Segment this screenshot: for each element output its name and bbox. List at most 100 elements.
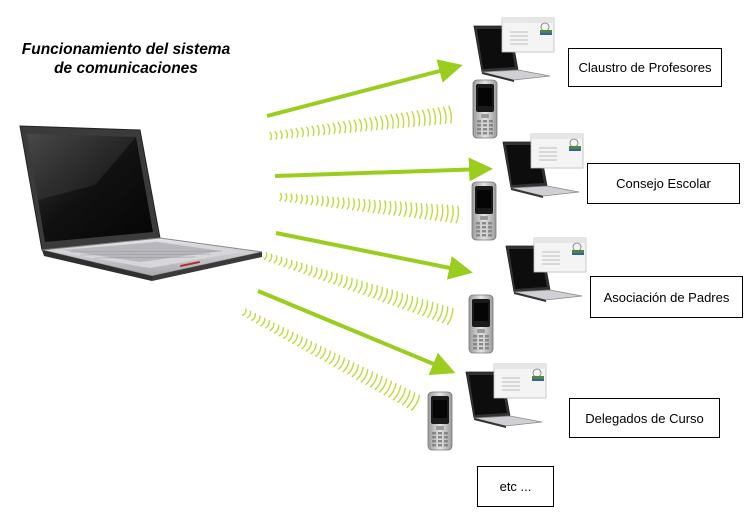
wave-mark xyxy=(416,110,421,127)
email-card-icon xyxy=(493,363,547,399)
wave-mark xyxy=(362,282,368,296)
wave-mark xyxy=(397,292,404,308)
wave-mark xyxy=(327,271,333,284)
wave-mark xyxy=(419,202,423,220)
wave-mark xyxy=(369,373,378,388)
recipient-box-delegados: Delegados de Curso xyxy=(569,398,720,438)
wave-mark xyxy=(363,117,368,132)
recipient-box-consejo: Consejo Escolar xyxy=(587,163,740,204)
recipient-box-asociacion: Asociación de Padres xyxy=(590,276,743,318)
wave-mark xyxy=(301,338,308,350)
recipient-box-etc: etc ... xyxy=(477,466,554,507)
wave-mark xyxy=(351,197,356,211)
wave-mark xyxy=(403,201,408,218)
wave-mark xyxy=(341,197,345,210)
wave-mark xyxy=(328,352,336,365)
mobile-phone-icon xyxy=(472,79,498,139)
wave-mark xyxy=(360,368,369,383)
wave-mark xyxy=(342,276,348,289)
wave-mark xyxy=(347,277,353,291)
wave-mark xyxy=(367,199,371,213)
wave-mark xyxy=(333,354,341,368)
wave-mark xyxy=(322,270,328,282)
wave-mark xyxy=(269,322,275,332)
wave-mark xyxy=(336,196,340,209)
wave-mark xyxy=(278,256,283,266)
wave-mark xyxy=(367,283,373,298)
wave-mark xyxy=(347,120,352,133)
wave-mark xyxy=(314,345,322,358)
laptop-email-icon xyxy=(473,17,555,82)
wave-mark xyxy=(397,387,407,404)
wave-mark xyxy=(294,193,298,204)
wave-mark xyxy=(365,371,374,386)
wave-mark xyxy=(383,380,393,396)
wave-mark xyxy=(379,115,384,130)
wave-mark xyxy=(291,334,299,345)
wave-mark xyxy=(411,110,416,127)
wave-mark xyxy=(273,324,280,335)
wave-mark xyxy=(384,114,389,130)
email-card-icon xyxy=(530,133,584,169)
wave-mark xyxy=(263,251,268,261)
wave-mark xyxy=(323,350,332,363)
wave-mark xyxy=(426,108,431,126)
wave-mark xyxy=(268,253,273,263)
wave-mark xyxy=(387,200,392,216)
wave-mark xyxy=(374,116,378,131)
wave-mark xyxy=(356,198,361,212)
wave-mark xyxy=(288,259,293,270)
wave-mark xyxy=(290,128,294,139)
wave-mark xyxy=(361,198,366,212)
wave-mark xyxy=(401,389,411,406)
title-line-1: Funcionamiento del sistema xyxy=(21,41,231,58)
wave-mark xyxy=(342,359,350,373)
wave-mark xyxy=(387,289,394,305)
wave-mark xyxy=(312,267,318,278)
wave-mark xyxy=(241,308,247,317)
wave-mark xyxy=(346,197,350,210)
mobile-phone-icon xyxy=(471,181,497,241)
wave-mark xyxy=(351,364,360,378)
wave-mark xyxy=(448,105,453,124)
wave-mark xyxy=(382,200,387,215)
wave-mark xyxy=(372,285,378,299)
wave-mark xyxy=(352,279,358,292)
wave-mark xyxy=(378,378,388,393)
wave-mark xyxy=(392,291,399,306)
wave-mark xyxy=(455,205,460,224)
wave-mark xyxy=(346,362,355,376)
wave-mark xyxy=(387,382,397,399)
wave-mark xyxy=(446,307,454,326)
recipient-devices xyxy=(427,17,587,451)
wave-mark xyxy=(317,268,323,280)
wave-mark xyxy=(321,123,326,136)
wave-mark xyxy=(296,336,303,347)
wave-mark xyxy=(434,203,439,221)
wave-mark xyxy=(278,327,285,337)
diagram-title: Funcionamiento del sistema de comunicaci… xyxy=(6,40,246,78)
wave-mark xyxy=(382,288,388,303)
arrow-3 xyxy=(275,231,473,280)
wave-mark xyxy=(311,125,315,137)
wave-mark xyxy=(442,106,447,125)
wave-mark xyxy=(436,304,444,322)
wave-mark xyxy=(421,109,426,127)
laptop-email-icon xyxy=(505,237,587,302)
wave-mark xyxy=(319,348,327,360)
email-arrows xyxy=(257,59,493,375)
laptop-email-icon xyxy=(465,363,547,428)
wave-mark xyxy=(293,261,298,271)
mobile-phone-icon xyxy=(427,391,453,451)
wave-mark xyxy=(372,199,376,214)
wave-mark xyxy=(390,113,394,129)
wave-mark xyxy=(332,273,338,285)
wave-mark xyxy=(246,310,252,319)
wave-mark xyxy=(284,193,288,203)
wave-mark xyxy=(407,295,414,312)
wave-mark xyxy=(355,366,364,381)
wave-mark xyxy=(315,195,319,206)
wave-mark xyxy=(393,200,397,216)
wave-mark xyxy=(437,107,442,125)
wave-mark xyxy=(416,298,424,315)
